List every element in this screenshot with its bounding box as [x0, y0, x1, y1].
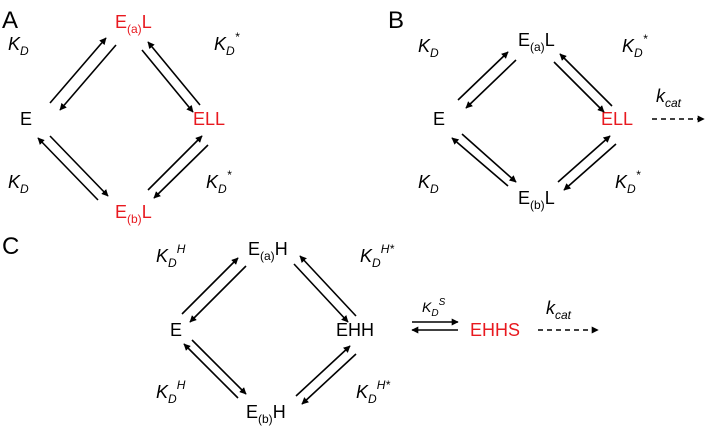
panel-b: B E E(a)L ELL E(b)L KD KD* KD KD* kc [388, 7, 705, 212]
panel-b-arrow-tr-reverse [553, 61, 605, 113]
panel-c-node-eah: E(a)H [248, 239, 288, 263]
panel-b-label: B [388, 7, 404, 34]
panel-b-node-ell: ELL [601, 109, 633, 129]
panel-c-label: C [2, 233, 19, 260]
panel-a-kd-top-left: KD [8, 34, 29, 58]
panel-a-kd-top-right: KD* [214, 30, 240, 58]
panel-c-node-ehh: EHH [336, 320, 374, 340]
panel-c-node-ehhs: EHHS [470, 320, 520, 340]
panel-b-kd-bottom-right: KD* [615, 168, 641, 196]
panel-c-arrow-tl-reverse [189, 265, 247, 323]
panel-b-kd-top-right: KD* [622, 32, 648, 60]
panel-b-arrow-tl-forward [457, 51, 509, 101]
panel-c-arrow-tr-forward [299, 255, 357, 317]
panel-a: A E E(a)L ELL E(b)L KD KD* KD [2, 7, 240, 226]
panel-c-arrow-tr-reverse [293, 263, 349, 323]
panel-a-arrow-br-reverse [153, 144, 209, 199]
panel-b-kcat-label: kcat [656, 86, 682, 110]
panel-b-node-eal: E(a)L [518, 30, 555, 54]
panel-b-node-ebl: E(b)L [518, 188, 555, 212]
panel-c-arrow-bl-reverse [183, 343, 239, 399]
panel-c: C E E(a)H EHH E(b)H EHHS KDH KDH* KDH [2, 233, 599, 426]
panel-c-arrow-bl-forward [191, 339, 247, 395]
panel-a-node-eal: E(a)L [115, 12, 152, 36]
panel-b-arrow-br-forward [557, 135, 611, 183]
panel-a-arrow-tr-reverse [141, 49, 194, 113]
panel-b-arrow-bl-forward [461, 133, 517, 183]
panel-a-node-ell: ELL [193, 109, 225, 129]
panel-a-arrow-bl-forward [49, 135, 109, 197]
panel-b-kd-bottom-left: KD [418, 172, 439, 196]
panel-b-node-e: E [433, 109, 445, 129]
panel-a-node-ebl: E(b)L [115, 202, 152, 226]
panel-c-kd-bottom-left: KDH [156, 378, 186, 406]
panel-a-arrow-br-forward [147, 135, 203, 191]
panel-b-kd-top-left: KD [418, 36, 439, 60]
panel-c-arrow-br-reverse [301, 353, 357, 405]
panel-a-node-e: E [20, 109, 32, 129]
panel-a-label: A [2, 7, 18, 34]
panel-c-node-ebh: E(b)H [246, 402, 286, 426]
panel-c-kds-label: KDS [422, 297, 446, 319]
panel-a-arrow-tl-forward [49, 37, 107, 104]
panel-a-kd-bottom-left: KD [8, 172, 29, 196]
panel-b-arrow-bl-reverse [451, 137, 509, 187]
panel-c-kd-bottom-right: KDH* [356, 378, 390, 406]
panel-c-kd-top-right: KDH* [360, 242, 394, 270]
panel-a-kd-bottom-right: KD* [206, 168, 232, 196]
panel-a-arrow-tl-reverse [59, 44, 117, 111]
panel-c-arrow-tl-forward [181, 257, 239, 315]
panel-a-arrow-tr-forward [147, 41, 201, 106]
panel-b-arrow-br-reverse [563, 143, 617, 191]
panel-c-kcat-label: kcat [546, 298, 572, 322]
panel-b-arrow-tr-forward [559, 53, 613, 107]
panel-c-node-e: E [170, 320, 182, 340]
panel-b-arrow-tl-reverse [465, 59, 517, 109]
panel-c-kd-top-left: KDH [156, 242, 186, 270]
panel-c-arrow-br-forward [295, 345, 351, 397]
panel-a-arrow-bl-reverse [37, 137, 99, 201]
